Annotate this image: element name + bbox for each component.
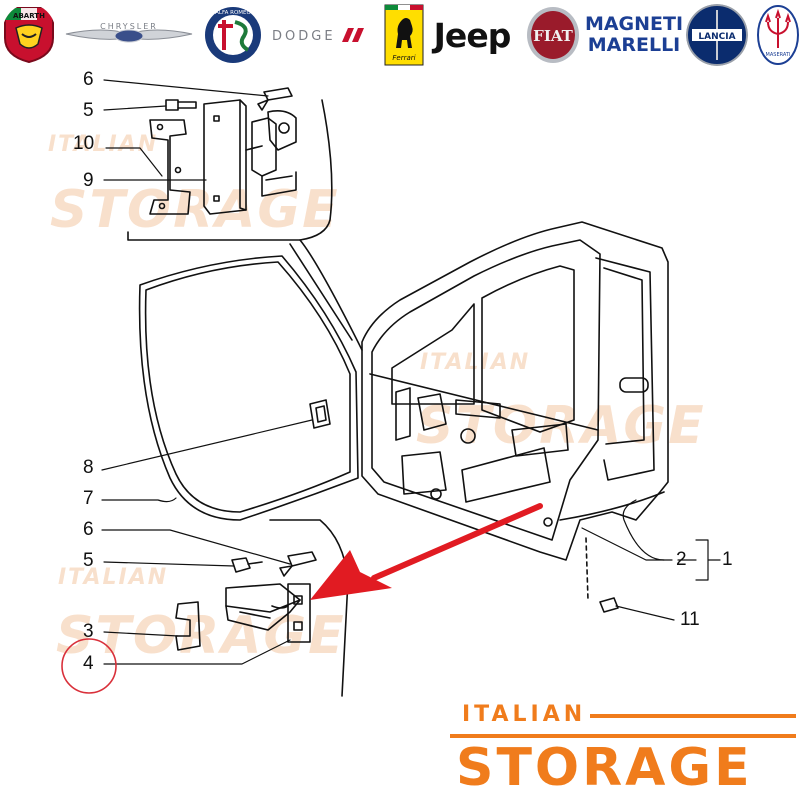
watermark-italian: ITALIAN [58,565,169,590]
logo-rule-top [590,714,796,718]
door-screw [585,537,619,613]
leader-right-2 [581,527,673,561]
leader-top-5 [103,105,167,111]
lancia-shield-icon: LANCIA [686,4,748,66]
seal-clip [309,399,331,429]
callout-left-7: 7 [83,488,94,509]
leader-bot-4 [103,639,291,665]
italian-storage-logo: ITALIAN STORAGE [450,700,800,800]
leader-right-11 [615,605,675,621]
watermark-storage: STORAGE [416,396,706,456]
chrysler-wings-icon: CHRYSLER [64,20,194,50]
screw-lower [279,551,317,577]
callout-top-10: 10 [73,133,95,154]
svg-text:MASERATI: MASERATI [766,52,791,58]
ferrari-horse-icon: Ferrari [384,4,424,66]
highlight-circle-part-4 [61,638,117,694]
highlight-arrow [310,503,543,600]
leader-bot-5 [103,561,235,567]
callout-bot-6: 6 [83,519,94,540]
magneti-marelli-wordmark: MAGNETI MARELLI [584,13,684,56]
hinge-body-lower [225,583,311,643]
logo-rule-bottom [450,734,796,738]
fiat-badge-icon: FIAT [526,6,580,64]
abarth-scorpion-icon: ABARTH [2,4,56,64]
leader-top-10 [105,147,163,177]
svg-text:LANCIA: LANCIA [698,32,735,42]
callout-top-5: 5 [83,100,94,121]
callout-bot-5: 5 [83,550,94,571]
watermark-italian: ITALIAN [48,132,159,157]
callout-bot-3: 3 [83,621,94,642]
leader-right-2b [622,499,665,561]
leader-top-6 [103,79,269,97]
screw-upper [257,87,293,111]
maserati-trident-icon: MASERATI [756,4,800,66]
door-seal [138,255,359,521]
svg-text:Ferrari: Ferrari [392,54,415,62]
logo-storage: STORAGE [456,738,753,798]
leader-left-7 [101,497,177,503]
callout-right-2: 2 [676,549,687,570]
callout-right-1: 1 [722,549,733,570]
callout-top-6: 6 [83,69,94,90]
logo-italian: ITALIAN [462,702,587,727]
hinge-plate-upper [149,119,191,215]
svg-text:ABARTH: ABARTH [13,12,45,20]
hinge-plate-lower [175,601,201,651]
door-shell [361,221,669,561]
jeep-wordmark: Jeep [433,15,512,55]
leader-right-1 [695,539,721,581]
svg-text:DODGE: DODGE [272,29,336,44]
leader-bot-3 [103,631,179,637]
brand-logo-bar: ABARTH CHRYSLER ALFA ROMEO [0,0,800,70]
dodge-stripes-icon: DODGE [270,22,370,48]
bolt-lower [231,557,263,573]
top-inset-frame [127,99,333,241]
door-seal-inner [144,261,351,513]
watermark-storage: STORAGE [50,180,340,240]
leader-bot-6 [101,529,291,565]
bolt-upper [165,99,197,111]
callout-right-11: 11 [680,609,700,630]
callout-bot-4: 4 [83,653,94,674]
svg-text:CHRYSLER: CHRYSLER [100,22,158,31]
callout-top-9: 9 [83,170,94,191]
svg-text:FIAT: FIAT [533,27,573,45]
callout-left-8: 8 [83,457,94,478]
alfa-romeo-badge-icon: ALFA ROMEO [204,6,262,64]
leader-left-8 [101,419,313,471]
hinge-leaf-upper [203,99,247,215]
hinge-body-upper [245,110,297,197]
svg-text:ALFA ROMEO: ALFA ROMEO [215,10,251,16]
